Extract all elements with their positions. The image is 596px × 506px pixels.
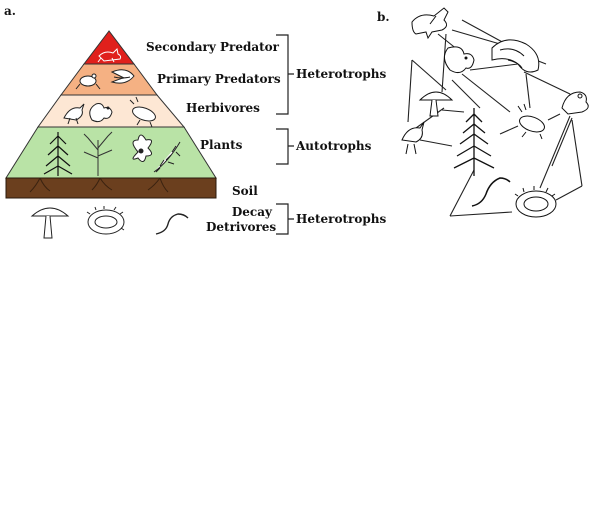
web-links [407,19,583,217]
bracket-label-autotrophs: Autotrophs [296,139,372,153]
fox-icon [411,7,449,40]
trophic-pyramid [5,30,217,199]
tier-label-plants: Plants [200,138,243,152]
fern-icon [153,141,181,173]
tier-label-primary-predators: Primary Predators [157,72,281,86]
food-web [401,7,589,218]
pine-tree-icon [453,108,495,176]
tier-label-detrivores: Detrivores [206,220,277,234]
squirrel-icon [444,46,475,74]
panel-b-label: b. [377,10,390,24]
bracket-label-heterotrophs-bottom: Heterotrophs [296,212,387,226]
tier-label-herbivores: Herbivores [186,101,260,115]
worm-icon [471,177,511,207]
soil-band [5,177,217,199]
tier-primary-predators [60,63,158,96]
snake-icon [491,39,540,73]
beetle-icon [517,103,545,140]
bracket-heterotrophs-bottom [276,203,294,235]
panel-a-label: a. [4,4,16,18]
tier-plants [5,126,217,179]
bracket-label-heterotrophs-top: Heterotrophs [296,67,387,81]
snake-icon [110,69,135,84]
soil-roots [29,177,169,193]
bird-icon [401,121,425,155]
bare-tree-icon [83,131,113,176]
tier-label-decay-detrivores: Decay Detrivores [206,205,277,235]
bracket-heterotrophs-top [276,34,294,115]
millipede-icon [514,186,557,218]
tier-label-decay: Decay [231,205,272,219]
tier-secondary-predator [82,30,136,65]
tier-label-secondary-predator: Secondary Predator [146,40,279,54]
squirrel-icon [89,103,113,123]
brackets [276,34,294,235]
frog-icon [561,91,589,115]
fox-icon [97,47,122,63]
bird-icon [63,103,85,125]
pine-tree-icon [43,132,73,176]
millipede-icon [86,206,125,235]
mushroom-icon [418,91,454,117]
mushroom-icon [30,207,70,239]
beetle-icon [129,96,156,128]
worm-icon [155,213,189,235]
frog-icon [75,73,101,90]
flower-icon [132,134,152,162]
bracket-autotrophs [276,128,294,165]
tier-label-soil: Soil [232,184,258,198]
